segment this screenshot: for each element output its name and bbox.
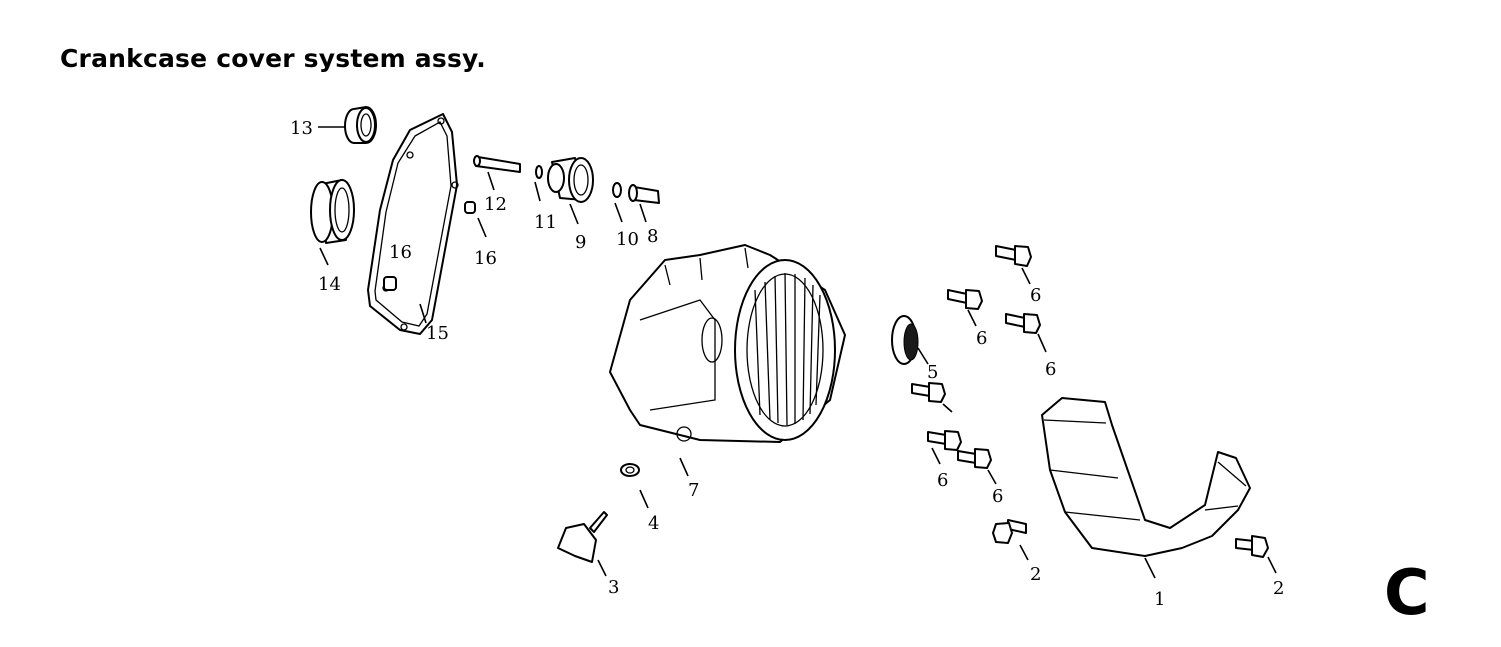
callout-10: 10 — [616, 229, 639, 250]
section-letter: C — [1384, 556, 1430, 629]
callout-1: 1 — [1154, 589, 1165, 610]
callout-12: 12 — [484, 194, 507, 215]
leader-lines — [318, 126, 1277, 579]
callout-6-d: 6 — [937, 470, 948, 491]
callout-2-a: 2 — [1030, 564, 1041, 585]
callout-5: 5 — [927, 362, 938, 383]
callout-14: 14 — [318, 274, 341, 295]
callout-15: 15 — [426, 323, 449, 344]
callout-16-gasket: 16 — [389, 242, 412, 263]
part-12-shaft-pin — [473, 155, 521, 173]
part-3-dipstick — [557, 511, 608, 563]
part-11-washer — [535, 165, 543, 179]
part-5-plug-cap — [891, 315, 919, 365]
callout-6-b: 6 — [976, 328, 987, 349]
callout-16-dowel: 16 — [474, 248, 497, 269]
part-10-washer — [612, 182, 622, 198]
part-6-bolt-d — [911, 382, 946, 403]
part-4-nut — [620, 463, 640, 477]
part-6-bolt-f — [957, 448, 992, 469]
callout-11: 11 — [534, 212, 557, 233]
part-6-bolt-e — [927, 430, 962, 451]
part-13-seal-ring — [344, 106, 377, 144]
part-2-bolt-b — [1235, 535, 1269, 558]
diagram-title: Crankcase cover system assy. — [60, 44, 486, 73]
part-16-dowel-a — [464, 201, 476, 214]
callout-13: 13 — [290, 118, 313, 139]
callout-9: 9 — [575, 232, 586, 253]
callout-3: 3 — [608, 577, 619, 598]
part-1-shroud — [1041, 397, 1251, 557]
callout-4: 4 — [648, 513, 659, 534]
part-16-dowel-b — [383, 276, 397, 291]
part-6-bolt-a — [995, 245, 1032, 267]
part-8-bushing — [628, 184, 660, 204]
part-6-bolt-b — [947, 289, 983, 310]
part-7-crankcase-cover — [609, 244, 846, 443]
part-6-bolt-c — [1005, 313, 1041, 334]
part-14-large-seal — [310, 179, 355, 244]
callout-6-c: 6 — [1045, 359, 1056, 380]
callout-6-e: 6 — [992, 486, 1003, 507]
callout-6-a: 6 — [1030, 285, 1041, 306]
callout-8: 8 — [647, 226, 658, 247]
callout-7: 7 — [688, 480, 699, 501]
part-2-bolt-a — [992, 519, 1027, 544]
part-15-gasket — [367, 113, 459, 335]
part-9-gear — [547, 157, 594, 203]
callout-2-b: 2 — [1273, 578, 1284, 599]
